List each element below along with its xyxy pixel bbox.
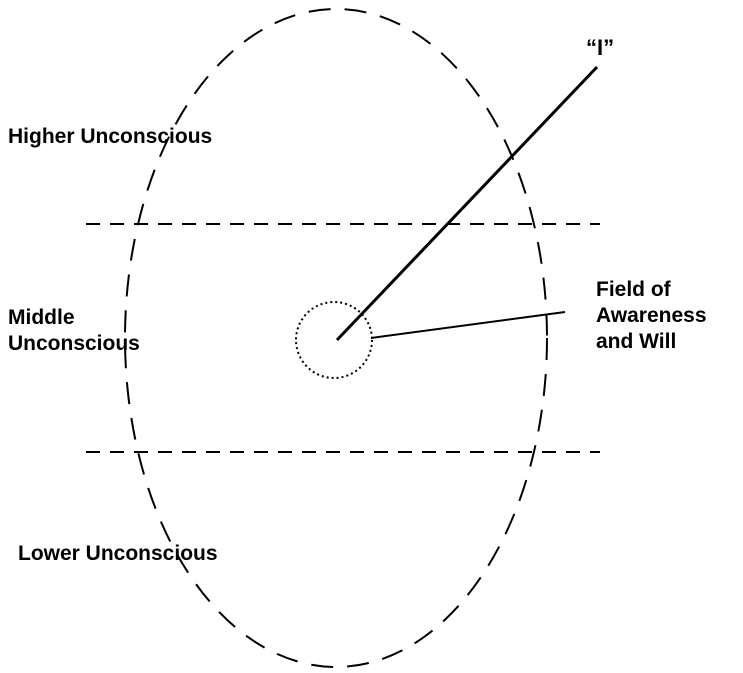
- field-label-line-1: Field of: [596, 278, 671, 301]
- field-of-awareness-label: Field of Awareness and Will: [596, 277, 707, 355]
- field-label-line-3: and Will: [596, 330, 677, 353]
- field-of-awareness-circle: [295, 301, 373, 379]
- field-pointer-line: [370, 311, 566, 339]
- field-label-line-2: Awareness: [596, 304, 707, 327]
- higher-unconscious-label: Higher Unconscious: [8, 124, 212, 150]
- lower-unconscious-label: Lower Unconscious: [18, 541, 218, 567]
- self-connector-line: [335, 65, 599, 342]
- self-i-label: “I”: [586, 35, 614, 61]
- outer-consciousness-oval: [124, 8, 548, 668]
- lower-unconscious-text: Lower Unconscious: [18, 542, 218, 565]
- middle-unconscious-line-1: Middle: [8, 306, 75, 329]
- middle-unconscious-label: Middle Unconscious: [8, 305, 140, 357]
- higher-unconscious-text: Higher Unconscious: [8, 125, 213, 148]
- middle-unconscious-line-2: Unconscious: [8, 332, 140, 355]
- self-i-text: “I”: [586, 35, 615, 60]
